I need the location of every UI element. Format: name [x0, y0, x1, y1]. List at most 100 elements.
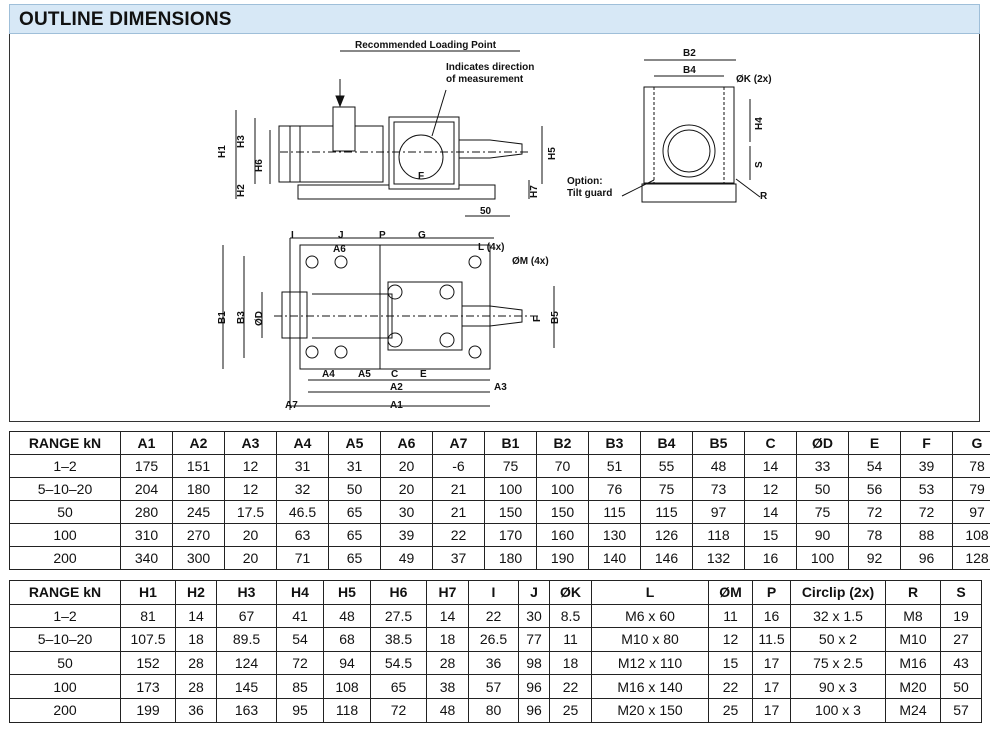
value-cell: 280	[120, 500, 173, 524]
dim-h4: H4	[754, 117, 765, 130]
value-cell: 128	[952, 546, 990, 570]
value-cell: 65	[328, 523, 381, 547]
value-cell: 72	[276, 650, 324, 676]
technical-drawing: Recommended Loading Point Indicates dire…	[9, 34, 980, 422]
value-cell: 22	[432, 523, 485, 547]
value-cell: 132	[692, 546, 745, 570]
dim-h5: H5	[547, 147, 558, 160]
value-cell: 48	[426, 697, 469, 723]
value-cell: 118	[692, 523, 745, 547]
value-cell: 145	[216, 674, 277, 699]
column-header: B2	[536, 431, 589, 455]
dim-a7: A7	[285, 400, 298, 411]
value-cell: 15	[744, 523, 797, 547]
value-cell: 151	[172, 454, 225, 478]
dim-s: S	[754, 161, 765, 168]
range-cell: 200	[9, 697, 121, 723]
value-cell: 30	[380, 500, 433, 524]
value-cell: 80	[468, 697, 519, 723]
column-header: ØK	[549, 580, 592, 605]
value-cell: 65	[370, 674, 427, 699]
column-header: A7	[432, 431, 485, 455]
value-cell: 78	[952, 454, 990, 478]
value-cell: 54	[848, 454, 901, 478]
value-cell: 70	[536, 454, 589, 478]
column-header: H6	[370, 580, 427, 605]
value-cell: 124	[216, 650, 277, 676]
value-cell: 300	[172, 546, 225, 570]
dim-d: ØD	[254, 311, 265, 326]
value-cell: 32	[276, 477, 329, 501]
dim-b2: B2	[683, 48, 696, 59]
value-cell: 39	[380, 523, 433, 547]
value-cell: 96	[518, 674, 550, 699]
value-cell: 173	[120, 674, 176, 699]
column-header: RANGE kN	[9, 580, 121, 605]
drawing-svg: Recommended Loading Point Indicates dire…	[217, 40, 772, 411]
column-header: Circlip (2x)	[790, 580, 886, 605]
value-cell: 245	[172, 500, 225, 524]
value-cell: 90	[796, 523, 849, 547]
column-header: A5	[328, 431, 381, 455]
end-view	[621, 59, 761, 203]
value-cell: 21	[432, 500, 485, 524]
column-header: ØM	[708, 580, 753, 605]
value-cell: 97	[692, 500, 745, 524]
value-cell: 140	[588, 546, 641, 570]
dim-50: 50	[480, 206, 492, 217]
value-cell: 54	[276, 627, 324, 652]
value-cell: 49	[380, 546, 433, 570]
value-cell: 75	[640, 477, 693, 501]
value-cell: 31	[328, 454, 381, 478]
value-cell: 50	[940, 674, 982, 699]
dim-f-top: F	[532, 316, 543, 322]
dim-g: G	[418, 230, 426, 241]
value-cell: 108	[952, 523, 990, 547]
value-cell: 98	[518, 650, 550, 676]
value-cell: 14	[744, 454, 797, 478]
dim-h6: H6	[254, 159, 265, 172]
dim-i: I	[291, 230, 294, 241]
value-cell: 14	[744, 500, 797, 524]
value-cell: 100	[536, 477, 589, 501]
value-cell: 19	[940, 603, 982, 629]
value-cell: 50	[796, 477, 849, 501]
value-cell: 14	[175, 603, 217, 629]
value-cell: 97	[952, 500, 990, 524]
column-header: B3	[588, 431, 641, 455]
column-header: H3	[216, 580, 277, 605]
dim-j: J	[338, 230, 344, 241]
value-cell: 28	[175, 650, 217, 676]
value-cell: 18	[175, 627, 217, 652]
range-cell: 5–10–20	[9, 627, 121, 652]
value-cell: 75	[796, 500, 849, 524]
value-cell: 54.5	[370, 650, 427, 676]
column-header: A6	[380, 431, 433, 455]
direction-circle	[398, 134, 444, 180]
dim-b3: B3	[236, 311, 247, 324]
dim-a3: A3	[494, 382, 507, 393]
value-cell: 50 x 2	[790, 627, 886, 652]
value-cell: 76	[588, 477, 641, 501]
value-cell: M12 x 110	[591, 650, 709, 676]
value-cell: 180	[484, 546, 537, 570]
value-cell: 146	[640, 546, 693, 570]
value-cell: 96	[900, 546, 953, 570]
value-cell: 21	[432, 477, 485, 501]
value-cell: 108	[323, 674, 371, 699]
dim-r: R	[760, 191, 768, 202]
column-header: E	[848, 431, 901, 455]
value-cell: 31	[276, 454, 329, 478]
dim-b1: B1	[217, 311, 228, 324]
column-header: A3	[224, 431, 277, 455]
value-cell: 95	[276, 697, 324, 723]
dim-b5: B5	[550, 311, 561, 324]
value-cell: 12	[224, 454, 277, 478]
value-cell: 48	[692, 454, 745, 478]
value-cell: 12	[708, 627, 753, 652]
